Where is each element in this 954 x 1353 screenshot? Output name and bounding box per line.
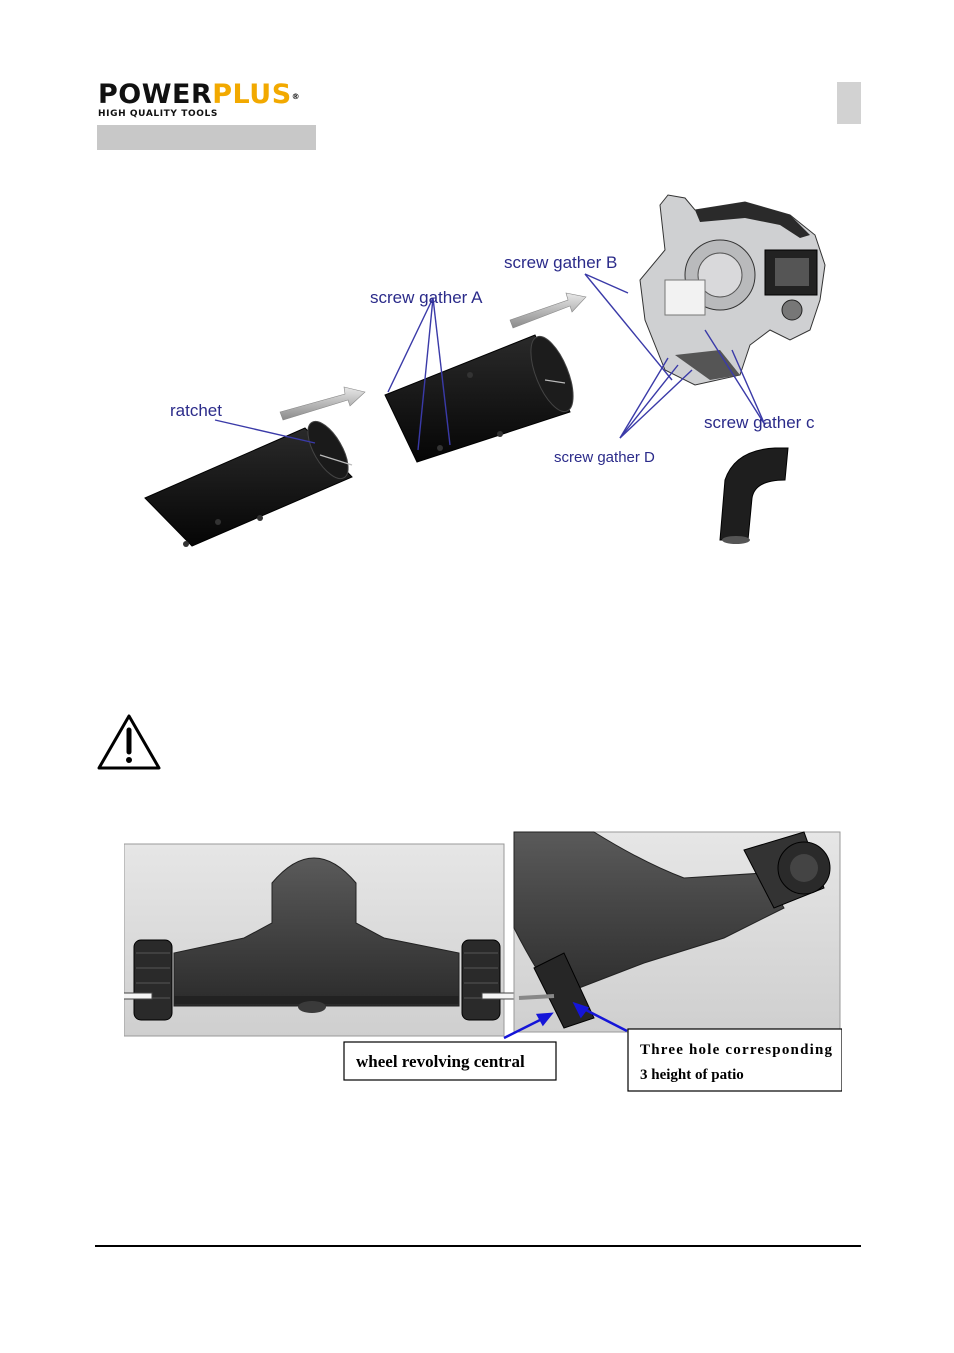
insert-arrow-2-icon — [509, 292, 587, 329]
label-screw-gather-c: screw gather c — [704, 413, 815, 432]
header-grey-bar — [97, 125, 316, 150]
wheel-assembly-photo: wheel revolving central Three hole corre… — [124, 831, 842, 1092]
logo-wordmark: POWERPLUS® — [98, 80, 300, 110]
callout-three-hole: Three hole corresponding 3 height of pat… — [627, 1028, 842, 1092]
callout-text-three-hole-line1: Three hole corresponding — [640, 1042, 833, 1058]
logo-word-power: POWER — [98, 79, 213, 110]
powerplus-logo: POWERPLUS® HIGH QUALITY TOOLS — [98, 80, 328, 122]
callout-arrows — [503, 1001, 628, 1040]
label-screw-gather-a: screw gather A — [370, 288, 483, 307]
wheel-side-view-panel — [513, 831, 841, 1033]
middle-tube — [384, 334, 574, 463]
logo-registered-mark: ® — [291, 92, 301, 101]
axle-arrow-left-icon — [124, 992, 153, 1000]
elbow-nozzle — [719, 447, 789, 544]
label-screw-gather-d: screw gather D — [554, 449, 655, 466]
callout-text-wheel-revolving: wheel revolving central — [356, 1052, 525, 1071]
footer-rule — [95, 1245, 861, 1247]
wheel-front-view-panel — [124, 843, 534, 1037]
label-ratchet: ratchet — [170, 401, 222, 420]
callout-wheel-revolving-central: wheel revolving central — [343, 1041, 557, 1081]
logo-tagline: HIGH QUALITY TOOLS — [98, 109, 218, 119]
insert-arrow-1-icon — [279, 386, 366, 421]
label-screw-gather-b: screw gather B — [504, 253, 617, 272]
callout-text-three-hole-line2: 3 height of patio — [640, 1067, 744, 1083]
assembly-diagram: ratchet screw gather A screw gather B sc… — [144, 194, 826, 547]
page-tab-marker — [837, 82, 861, 124]
lower-tube — [144, 420, 353, 547]
warning-triangle-icon — [97, 714, 161, 770]
logo-word-plus: PLUS — [212, 79, 292, 110]
blower-body — [639, 194, 826, 386]
leader-lines — [214, 273, 766, 451]
